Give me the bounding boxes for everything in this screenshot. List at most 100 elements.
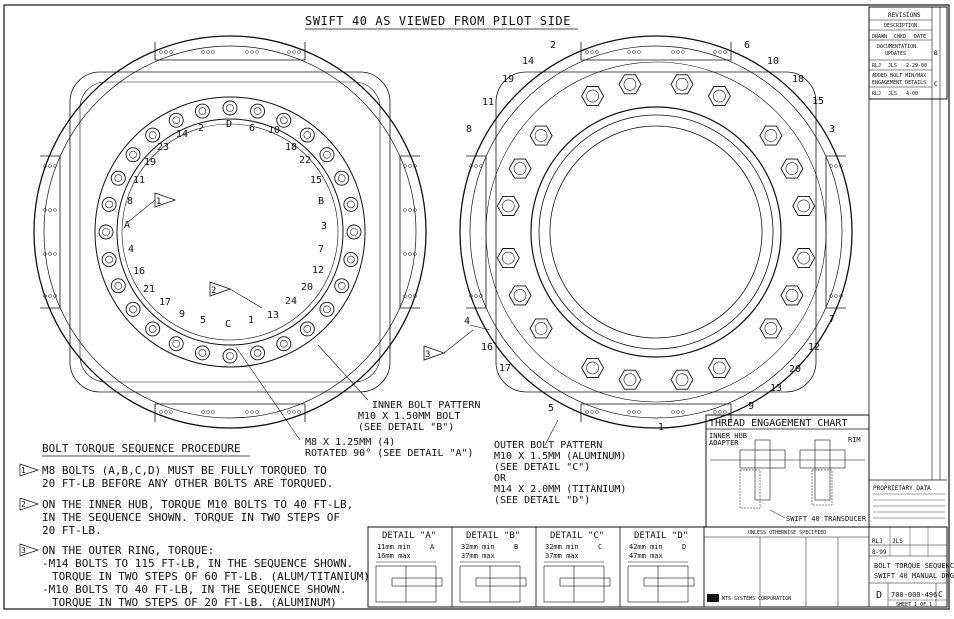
bolt-head	[529, 125, 553, 146]
svg-text:IN THE SEQUENCE SHOWN. TORQUE: IN THE SEQUENCE SHOWN. TORQUE IN TWO STE…	[42, 511, 340, 524]
m8-note: M8 X 1.25MM (4) ROTATED 90° (SEE DETAIL …	[305, 437, 474, 459]
svg-text:C: C	[938, 590, 943, 599]
svg-text:JLS: JLS	[892, 538, 903, 545]
svg-text:B: B	[934, 50, 938, 57]
seq-label: 3	[829, 124, 835, 135]
hole	[413, 164, 417, 168]
hole	[403, 294, 407, 298]
hole	[292, 50, 296, 54]
svg-text:JLS: JLS	[888, 63, 897, 69]
svg-text:D: D	[682, 543, 686, 551]
bolt-head	[334, 278, 350, 294]
bolt-head	[168, 336, 184, 352]
seq-label: B	[318, 196, 324, 207]
hole	[169, 410, 173, 414]
seq-label: 13	[770, 383, 782, 394]
svg-text:UNLESS OTHERWISE SPECIFIED: UNLESS OTHERWISE SPECIFIED	[748, 530, 826, 536]
hole	[474, 294, 478, 298]
bolt-head	[343, 196, 359, 212]
seq-label: 24	[285, 296, 297, 307]
bolt-head	[496, 195, 520, 216]
hole	[53, 252, 57, 256]
bolt-head	[581, 86, 605, 107]
seq-label: 2	[198, 123, 204, 134]
bolt-head	[222, 100, 238, 116]
bolt-head	[496, 248, 520, 269]
hole	[834, 164, 838, 168]
svg-text:RLJ: RLJ	[872, 538, 883, 545]
hole	[297, 410, 301, 414]
bolt-head	[618, 74, 642, 95]
hole	[474, 164, 478, 168]
hole	[255, 410, 259, 414]
hole	[292, 410, 296, 414]
svg-text:PROPRIETARY DATA: PROPRIETARY DATA	[873, 485, 931, 492]
hole	[408, 208, 412, 212]
svg-text:11mm min: 11mm min	[377, 543, 411, 551]
bolt-head	[250, 345, 266, 361]
seq-label: 10	[268, 125, 280, 136]
seq-label: 6	[744, 40, 750, 51]
svg-text:TORQUE IN TWO STEPS OF 60 FT-L: TORQUE IN TWO STEPS OF 60 FT-LB. (ALUM/T…	[52, 570, 370, 583]
hole	[43, 208, 47, 212]
right-view-outer-ring	[459, 35, 853, 429]
hole	[287, 410, 291, 414]
seq-label: 1	[658, 422, 664, 433]
seq-label: 8	[127, 196, 133, 207]
svg-text:20 FT-LB BEFORE ANY OTHER BOLT: 20 FT-LB BEFORE ANY OTHER BOLTS ARE TORQ…	[42, 477, 333, 490]
hole	[469, 294, 473, 298]
seq-label: 19	[144, 157, 156, 168]
hole	[829, 294, 833, 298]
bolt-head	[125, 301, 141, 317]
hole	[201, 410, 205, 414]
hole	[245, 410, 249, 414]
sheet-border	[3, 4, 950, 610]
seq-label: 15	[310, 175, 322, 186]
bolt-head	[780, 285, 804, 306]
bolt-head	[299, 321, 315, 337]
hole	[632, 50, 636, 54]
seq-label: 4	[128, 244, 134, 255]
hole	[676, 410, 680, 414]
seq-label: 12	[312, 265, 324, 276]
hole	[48, 252, 52, 256]
seq-label: 18	[285, 142, 297, 153]
svg-text:2-29-00: 2-29-00	[906, 63, 927, 69]
svg-text:OR: OR	[494, 473, 507, 484]
svg-text:-M14 BOLTS TO 115 FT-LB, IN TH: -M14 BOLTS TO 115 FT-LB, IN THE SEQUENCE…	[42, 557, 353, 570]
seq-label: 13	[267, 310, 279, 321]
hole	[469, 164, 473, 168]
hole	[255, 50, 259, 54]
hole	[403, 208, 407, 212]
hole	[681, 50, 685, 54]
seq-label: 19	[502, 74, 514, 85]
svg-text:3: 3	[21, 546, 26, 555]
hole	[287, 50, 291, 54]
svg-text:1: 1	[21, 466, 26, 475]
seq-label: 16	[481, 342, 493, 353]
hole	[585, 50, 589, 54]
inner-bolt-note: INNER BOLT PATTERN M10 X 1.50MM BOLT (SE…	[358, 400, 480, 433]
bolt-head	[508, 285, 532, 306]
hole	[585, 410, 589, 414]
seq-label: A	[124, 220, 130, 231]
bolt-head	[250, 103, 266, 119]
hole	[632, 410, 636, 414]
bolt-head	[101, 252, 117, 268]
hole	[713, 410, 717, 414]
seq-label: 5	[200, 315, 206, 326]
svg-text:3: 3	[425, 350, 430, 360]
svg-text:UPDATES: UPDATES	[885, 51, 906, 57]
seq-label: 12	[808, 342, 820, 353]
hole	[43, 294, 47, 298]
hole	[159, 410, 163, 414]
svg-text:SWIFT 40 MANUAL DWG.: SWIFT 40 MANUAL DWG.	[874, 572, 954, 580]
seq-label: 9	[179, 309, 185, 320]
detail-b: DETAIL "B" 32mm min 37mm max B	[461, 531, 520, 560]
hole	[681, 410, 685, 414]
bolt-head	[618, 369, 642, 390]
step-2: 2 ON THE INNER HUB, TORQUE M10 BOLTS TO …	[19, 497, 353, 537]
hole	[413, 208, 417, 212]
detail-c: DETAIL "C" 32mm min 37mm max C	[545, 531, 604, 560]
